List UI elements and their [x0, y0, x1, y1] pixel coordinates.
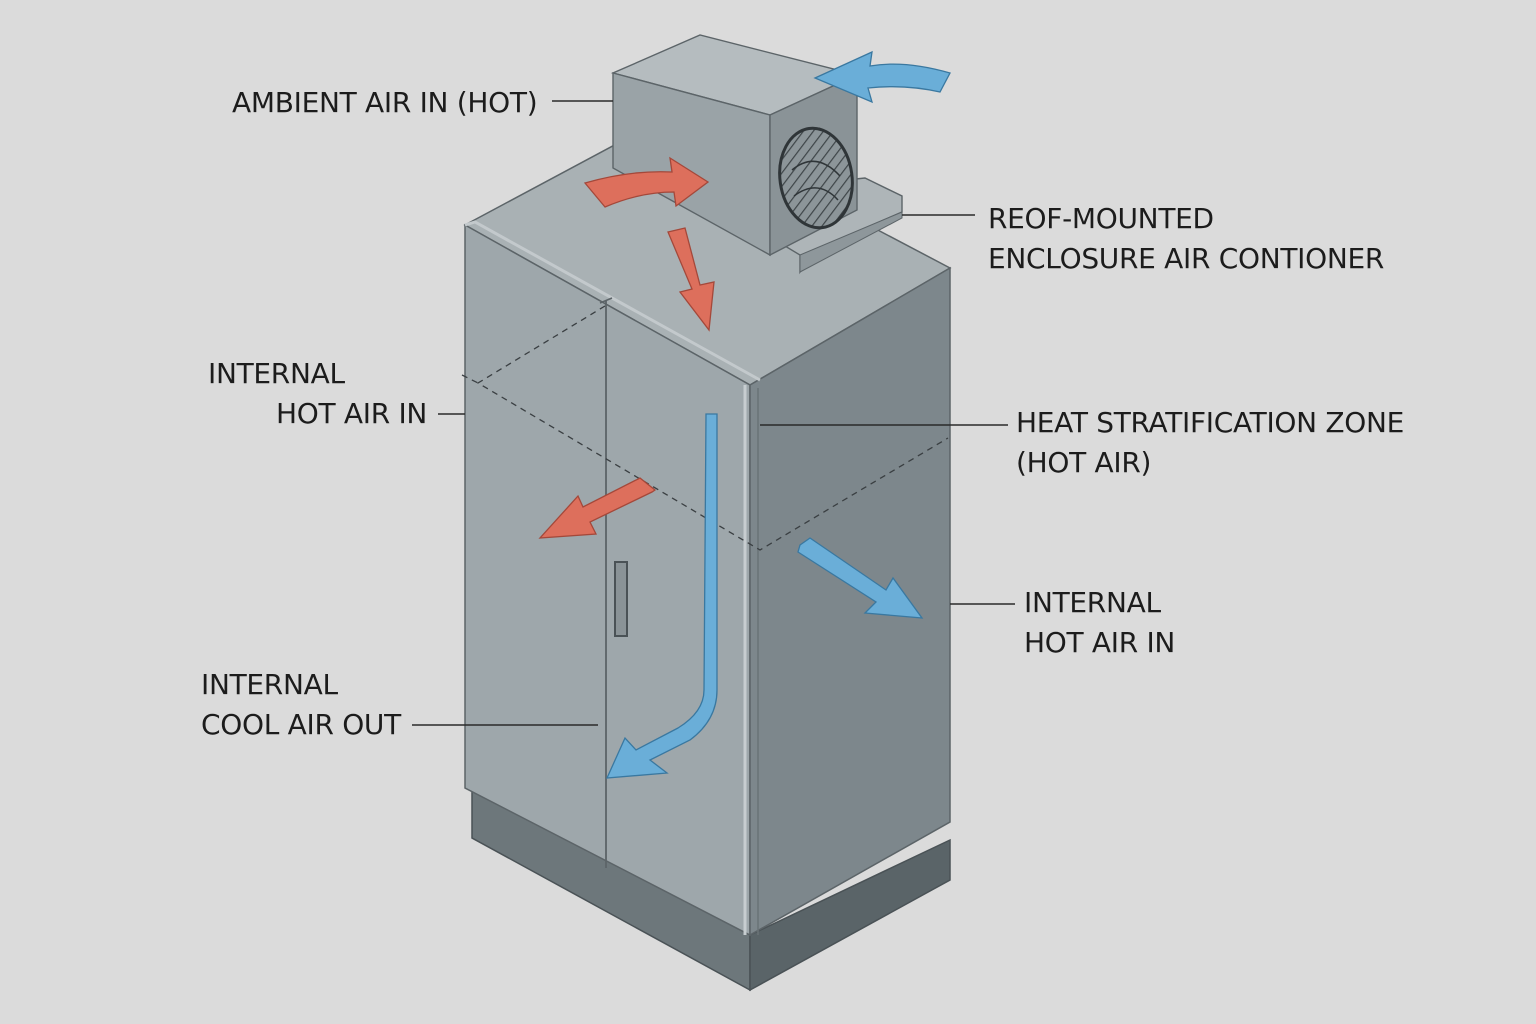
label-internal-hot-air-in-right: INTERNAL HOT AIR IN — [1024, 583, 1175, 663]
label-int-hot-right-line2: HOT AIR IN — [1024, 626, 1176, 659]
leader-lines — [412, 100, 1015, 726]
cabinet-side — [749, 266, 951, 937]
door-handle — [614, 561, 628, 637]
label-cool-out-line1: INTERNAL — [201, 668, 338, 701]
label-int-hot-right-line1: INTERNAL — [1024, 586, 1161, 619]
label-int-hot-left-line1: INTERNAL — [208, 357, 345, 390]
label-int-hot-left-line2: HOT AIR IN — [276, 397, 428, 430]
cool-air-arrow-side — [797, 537, 924, 619]
label-internal-cool-air-out: INTERNAL COOL AIR OUT — [201, 665, 401, 745]
label-ambient-text: AMBIENT AIR IN (HOT) — [232, 86, 538, 119]
hot-air-arrow-internal — [538, 477, 657, 539]
label-cool-out-line2: COOL AIR OUT — [201, 708, 401, 741]
label-strat-line1: HEAT STRATIFICATION ZONE — [1016, 406, 1405, 439]
hot-air-arrow-down — [667, 227, 715, 332]
cool-air-arrow-vertical — [605, 413, 718, 779]
label-roof-line1: REOF-MOUNTED — [988, 202, 1214, 235]
fan-grille — [778, 126, 854, 230]
cool-air-arrow-intake — [813, 50, 951, 104]
label-ambient-air-in: AMBIENT AIR IN (HOT) — [232, 83, 538, 123]
hot-air-arrow-ambient — [583, 156, 710, 208]
label-internal-hot-air-in-left: INTERNAL HOT AIR IN — [208, 354, 427, 434]
air-conditioner-unit — [610, 34, 903, 275]
label-roof-mounted-ac: REOF-MOUNTED ENCLOSURE AIR CONTIONER — [988, 199, 1384, 279]
hot-air-arrows — [538, 156, 715, 539]
label-roof-line2: ENCLOSURE AIR CONTIONER — [988, 242, 1385, 275]
label-strat-line2: (HOT AIR) — [1016, 446, 1152, 479]
stratification-plane — [461, 305, 949, 551]
cool-air-arrows — [605, 50, 951, 779]
label-heat-stratification-zone: HEAT STRATIFICATION ZONE (HOT AIR) — [1016, 403, 1404, 483]
